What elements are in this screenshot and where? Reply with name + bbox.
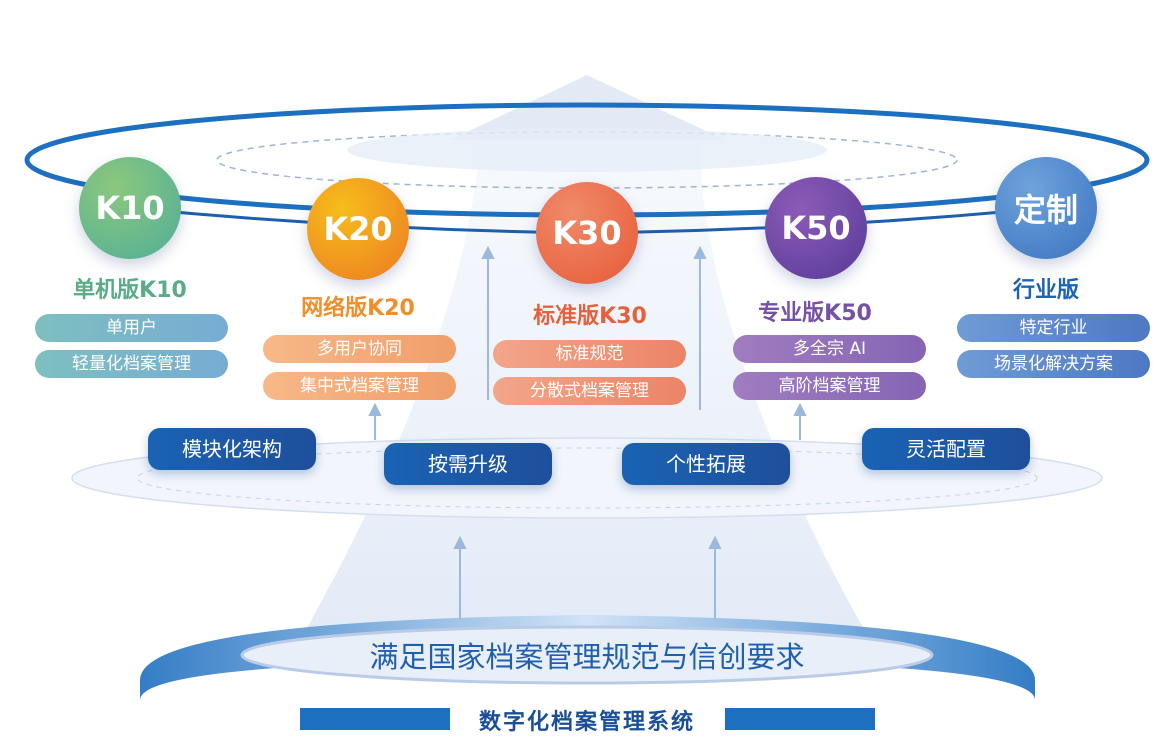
feature-pill: 场景化解决方案: [957, 350, 1150, 378]
tier-badge-k10[interactable]: K10: [79, 157, 181, 259]
feature-pill: 多全宗 AI: [733, 335, 926, 363]
tier-title-k10: 单机版K10: [73, 278, 187, 303]
system-name: 数字化档案管理系统: [478, 710, 695, 735]
capability-custom-extension[interactable]: 个性拓展: [622, 443, 790, 485]
feature-pill: 标准规范: [493, 340, 686, 368]
feature-pill: 特定行业: [957, 314, 1150, 342]
tier-badge-k20[interactable]: K20: [307, 178, 409, 280]
feature-pill: 分散式档案管理: [493, 377, 686, 405]
tier-title-k20: 网络版K20: [301, 296, 415, 321]
tier-title-k30: 标准版K30: [533, 304, 647, 329]
feature-pill: 集中式档案管理: [263, 372, 456, 400]
base-statement: 满足国家档案管理规范与信创要求: [369, 640, 805, 674]
capability-modular-architecture[interactable]: 模块化架构: [148, 428, 316, 470]
capability-on-demand-upgrade[interactable]: 按需升级: [384, 443, 552, 485]
tier-badge-k30[interactable]: K30: [536, 182, 638, 284]
feature-pill: 多用户协同: [263, 335, 456, 363]
feature-pill: 高阶档案管理: [733, 372, 926, 400]
tier-title-k50: 专业版K50: [758, 301, 872, 326]
capability-flexible-config[interactable]: 灵活配置: [862, 428, 1030, 470]
feature-pill: 轻量化档案管理: [35, 350, 228, 378]
tier-badge-k50[interactable]: K50: [765, 177, 867, 279]
feature-pill: 单用户: [35, 314, 228, 342]
tier-badge-custom[interactable]: 定制: [995, 157, 1097, 259]
tier-title-custom: 行业版: [1012, 278, 1079, 303]
